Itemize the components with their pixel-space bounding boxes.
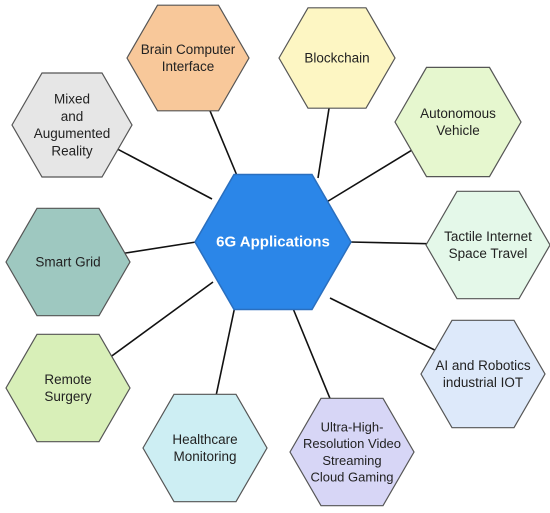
hexagon-tactile-internet-space-travel bbox=[425, 190, 550, 300]
label-brain-computer-interface-line-2: Interface bbox=[162, 59, 215, 74]
label-autonomous-vehicle-line-1: Autonomous bbox=[420, 106, 496, 121]
label-mixed-augmented-reality-line-2: and bbox=[61, 109, 84, 124]
label-ultra-high-resolution-video-line-4: Cloud Gaming bbox=[310, 470, 393, 485]
hexagon-ultra-high-resolution-video bbox=[289, 397, 415, 507]
label-ultra-high-resolution-video-line-2: Resolution Video bbox=[303, 436, 401, 451]
label-remote-surgery-line-1: Remote bbox=[44, 372, 91, 387]
label-ai-and-robotics-industrial-iot-line-1: AI and Robotics bbox=[435, 358, 531, 373]
label-smart-grid-line-1: Smart Grid bbox=[35, 255, 100, 270]
hexagon-healthcare-monitoring bbox=[142, 393, 268, 503]
center-node: 6G Applications bbox=[194, 173, 352, 311]
node-blockchain: Blockchain bbox=[278, 7, 396, 109]
node-ai-and-robotics-industrial-iot: AI and Robotics industrial IOT bbox=[420, 319, 546, 429]
hexagon-autonomous-vehicle bbox=[394, 66, 522, 178]
label-ai-and-robotics-industrial-iot-line-2: industrial IOT bbox=[443, 375, 523, 390]
label-mixed-augmented-reality-line-1: Mixed bbox=[54, 92, 90, 107]
label-healthcare-monitoring-line-2: Monitoring bbox=[173, 449, 236, 464]
label-ultra-high-resolution-video-line-1: Ultra-High- bbox=[321, 420, 384, 435]
center-label-line-1: 6G Applications bbox=[216, 234, 330, 251]
label-mixed-augmented-reality-line-3: Augumented bbox=[34, 126, 111, 141]
node-smart-grid: Smart Grid bbox=[5, 207, 131, 317]
label-autonomous-vehicle-line-2: Vehicle bbox=[436, 123, 480, 138]
hexagon-ai-and-robotics-industrial-iot bbox=[420, 319, 546, 429]
hexagon-smart-grid bbox=[5, 207, 131, 317]
label-healthcare-monitoring-line-1: Healthcare bbox=[172, 432, 237, 447]
label-tactile-internet-space-travel-line-2: Space Travel bbox=[449, 246, 528, 261]
label-tactile-internet-space-travel-line-1: Tactile Internet bbox=[444, 229, 532, 244]
center-hexagon bbox=[194, 173, 352, 311]
label-ultra-high-resolution-video-line-3: Streaming bbox=[322, 453, 381, 468]
hexagon-remote-surgery bbox=[5, 333, 131, 443]
node-ultra-high-resolution-video: Ultra-High-Resolution VideoStreamingClou… bbox=[289, 397, 415, 507]
label-remote-surgery-line-2: Surgery bbox=[44, 389, 92, 404]
label-mixed-augmented-reality-line-4: Reality bbox=[51, 143, 93, 158]
hexagon-mixed-augmented-reality bbox=[11, 72, 133, 178]
hexagon-blockchain bbox=[278, 7, 396, 109]
label-blockchain-line-1: Blockchain bbox=[304, 51, 369, 66]
label-brain-computer-interface-line-1: Brain Computer bbox=[141, 42, 236, 57]
hexagon-brain-computer-interface bbox=[126, 4, 250, 112]
